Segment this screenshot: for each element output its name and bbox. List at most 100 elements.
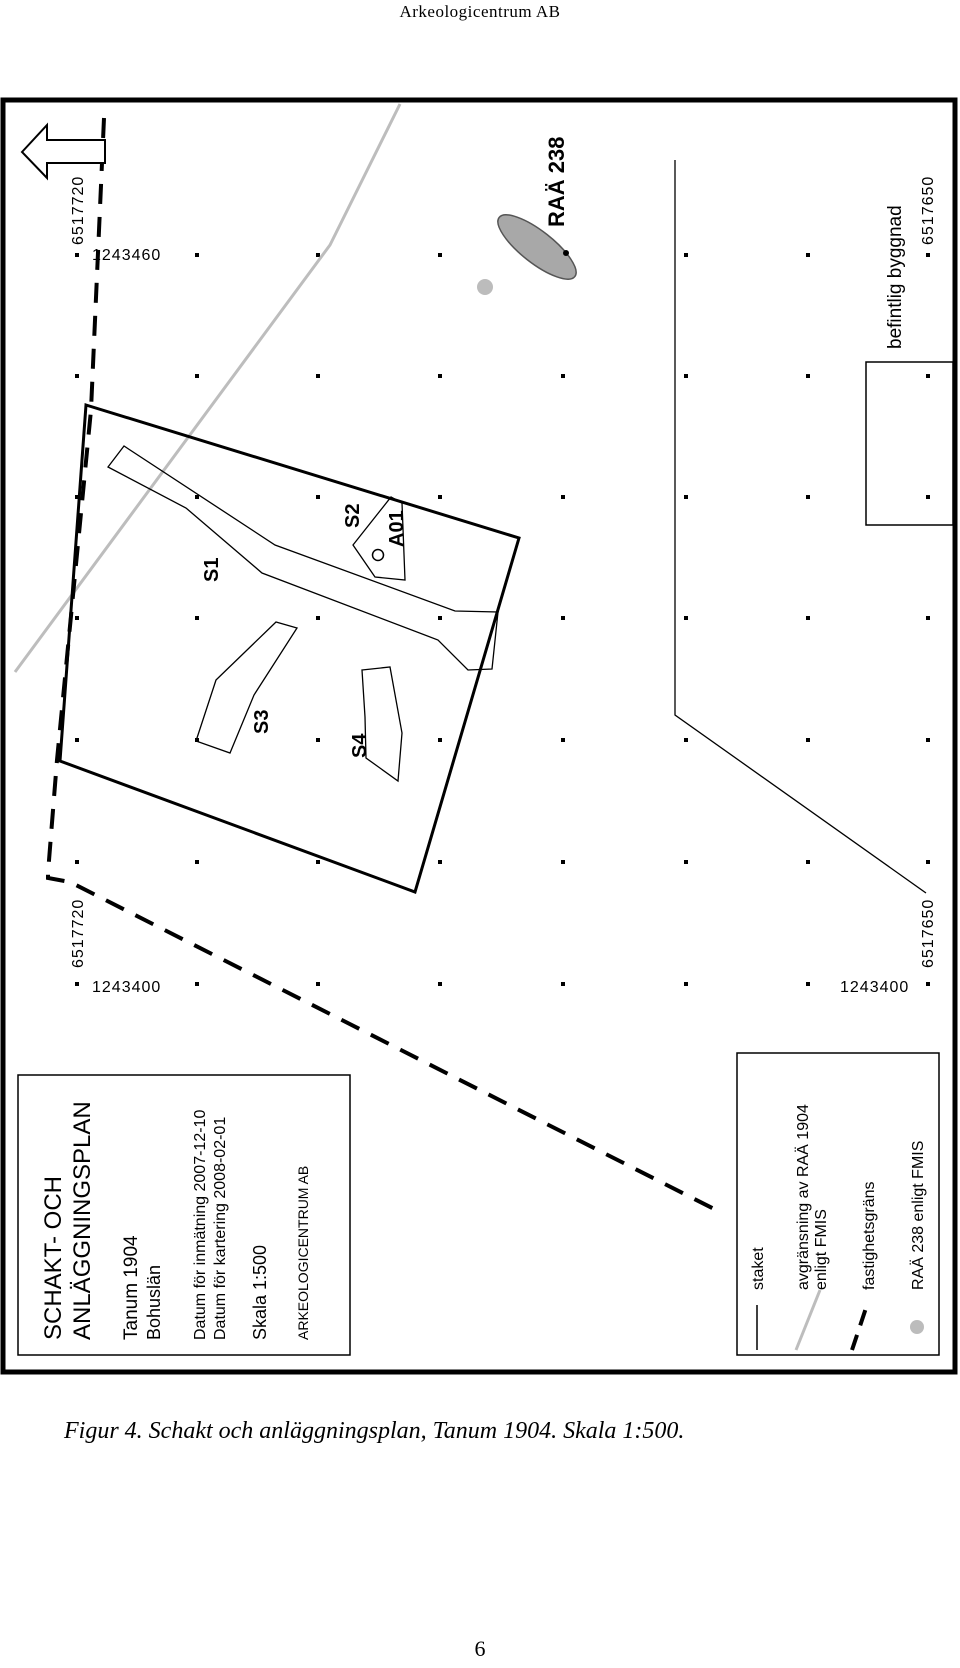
coord-label-bottom-right-x: 1243400 bbox=[840, 979, 909, 996]
coord-label-top-left-y: 6517720 bbox=[70, 176, 87, 245]
grid-dot bbox=[561, 616, 565, 620]
grid-dot bbox=[316, 253, 320, 257]
grid-dot bbox=[806, 374, 810, 378]
grid-dot bbox=[438, 495, 442, 499]
legend-limit-label-2: enligt FMIS bbox=[813, 1209, 830, 1290]
scale-label: Skala 1:500 bbox=[250, 1245, 270, 1340]
trench-label-s2: S2 bbox=[342, 504, 364, 528]
grid-dot bbox=[561, 495, 565, 499]
legend-limit-symbol bbox=[794, 1289, 822, 1351]
coord-label-top-right-y: 6517650 bbox=[920, 176, 937, 245]
trench-s4 bbox=[361, 666, 403, 783]
grid-dot bbox=[561, 982, 565, 986]
grid-dot bbox=[316, 860, 320, 864]
grid-dot bbox=[561, 738, 565, 742]
anlaggning-a01-marker bbox=[371, 548, 385, 562]
grid-dot bbox=[926, 616, 930, 620]
feature-label-a01: A01 bbox=[386, 510, 408, 547]
map-frame bbox=[0, 97, 958, 1375]
title-box bbox=[17, 1074, 351, 1356]
coord-label-top-x: 1243460 bbox=[92, 247, 161, 264]
trench-s1 bbox=[107, 445, 499, 671]
legend-limit-label-1: avgränsning av RAÄ 1904 bbox=[794, 1104, 812, 1290]
grid-dot bbox=[438, 738, 442, 742]
legend-box bbox=[736, 1052, 940, 1356]
grid-dot bbox=[195, 495, 199, 499]
site-name: Tanum 1904 bbox=[121, 1235, 142, 1340]
grid-dot bbox=[438, 860, 442, 864]
trench-s3 bbox=[195, 621, 299, 754]
grid-dot bbox=[75, 495, 79, 499]
company-label: ARKEOLOGICENTRUM AB bbox=[295, 1166, 311, 1340]
page-number: 6 bbox=[474, 1636, 486, 1661]
trench-label-s1: S1 bbox=[201, 558, 223, 582]
grid-dot bbox=[684, 616, 688, 620]
grid-dot bbox=[926, 374, 930, 378]
raa-1904-limit-line bbox=[13, 103, 402, 673]
coord-label-bottom-left-x: 1243400 bbox=[92, 979, 161, 996]
grid-dot bbox=[806, 982, 810, 986]
grid-dot bbox=[195, 860, 199, 864]
grid-dot bbox=[806, 860, 810, 864]
fence-line bbox=[674, 160, 927, 894]
mapping-date: Datum för kartering 2008-02-01 bbox=[212, 1117, 229, 1340]
trench-label-s3: S3 bbox=[251, 710, 273, 734]
grid-dot bbox=[316, 495, 320, 499]
legend-boundary-symbol bbox=[850, 1301, 870, 1351]
raa-238-point bbox=[477, 279, 493, 295]
raa-238-label: RAÄ 238 bbox=[544, 137, 569, 227]
grid-dot bbox=[195, 982, 199, 986]
legend-raa-label: RAÄ 238 enligt FMIS bbox=[909, 1141, 927, 1290]
grid-dot bbox=[438, 616, 442, 620]
grid-dot bbox=[806, 616, 810, 620]
county-name: Bohuslän bbox=[144, 1265, 164, 1340]
north-arrow-icon bbox=[20, 122, 106, 181]
grid-dot bbox=[195, 616, 199, 620]
property-boundary bbox=[46, 117, 721, 1214]
grid-dot bbox=[684, 982, 688, 986]
raa-238-area bbox=[497, 214, 577, 280]
survey-date: Datum för inmätning 2007-12-10 bbox=[192, 1110, 209, 1340]
title-line-2: ANLÄGGNINGSPLAN bbox=[69, 1101, 96, 1340]
grid-dot bbox=[561, 374, 565, 378]
grid-dot bbox=[684, 738, 688, 742]
title-line-1: SCHAKT- OCH bbox=[40, 1176, 67, 1340]
grid-dot bbox=[926, 860, 930, 864]
grid-dot bbox=[684, 253, 688, 257]
grid-dot bbox=[316, 982, 320, 986]
running-header: Arkeologicentrum AB bbox=[399, 2, 561, 21]
grid-dot bbox=[806, 495, 810, 499]
grid-dot bbox=[926, 982, 930, 986]
grid-dot bbox=[926, 738, 930, 742]
legend-fence-label: staket bbox=[750, 1247, 767, 1290]
coord-label-bottom-left-y: 6517720 bbox=[70, 899, 87, 968]
grid-dot bbox=[684, 495, 688, 499]
grid-dot bbox=[438, 982, 442, 986]
grid-dot bbox=[684, 860, 688, 864]
grid-dot bbox=[195, 253, 199, 257]
grid-dot bbox=[75, 738, 79, 742]
figure-caption: Figur 4. Schakt och anläggningsplan, Tan… bbox=[64, 1418, 685, 1444]
grid-dot bbox=[926, 495, 930, 499]
grid-dot bbox=[75, 860, 79, 864]
coord-label-bottom-right-y: 6517650 bbox=[920, 899, 937, 968]
grid-dot bbox=[75, 616, 79, 620]
grid-dot bbox=[75, 253, 79, 257]
raa-238-center bbox=[563, 250, 569, 256]
legend-raa-symbol bbox=[910, 1320, 924, 1334]
grid-dot bbox=[806, 738, 810, 742]
grid-dot bbox=[316, 738, 320, 742]
grid-dot bbox=[806, 253, 810, 257]
legend-boundary-label: fastighetsgräns bbox=[861, 1181, 878, 1290]
grid-dot bbox=[561, 860, 565, 864]
grid-dot bbox=[926, 253, 930, 257]
grid-dot bbox=[75, 982, 79, 986]
grid-dot bbox=[75, 374, 79, 378]
grid-dot bbox=[316, 616, 320, 620]
grid-dot bbox=[316, 374, 320, 378]
existing-building bbox=[865, 361, 954, 526]
trench-label-s4: S4 bbox=[349, 733, 371, 758]
grid-dot bbox=[438, 374, 442, 378]
